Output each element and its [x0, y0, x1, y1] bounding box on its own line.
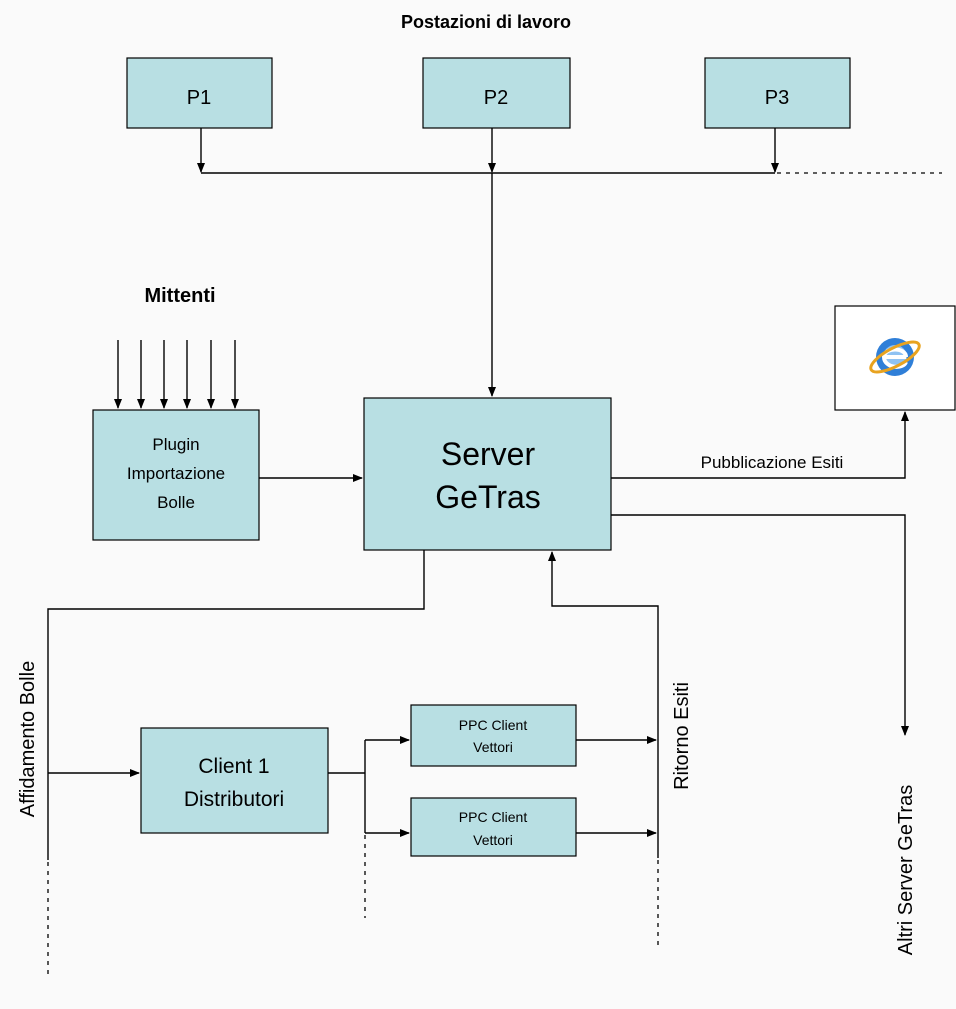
other-servers-label: Altri Server GeTras: [895, 785, 917, 955]
server-getras-box: Server GeTras: [363, 397, 612, 551]
ppc-client-2-line-2: Vettori: [473, 832, 513, 848]
assign-label: Affidamento Bolle: [17, 661, 39, 817]
client-line-2: Distributori: [184, 788, 284, 811]
workstation-p2: P2: [422, 57, 571, 129]
plugin-line-2: Importazione: [127, 464, 225, 483]
workstation-p1-label: P1: [187, 87, 211, 109]
assign-line: [47, 550, 425, 860]
ppc-client-1: PPC Client Vettori: [410, 704, 577, 767]
sender-arrows: [114, 340, 239, 409]
ppc-client-2-line-1: PPC Client: [459, 809, 528, 825]
return-arrow: [548, 551, 659, 858]
server-line-1: Server: [441, 436, 536, 472]
plugin-line-3: Bolle: [157, 493, 195, 512]
plugin-import-box: Plugin Importazione Bolle: [92, 409, 260, 541]
workstation-p1: P1: [126, 57, 273, 129]
publish-label: Pubblicazione Esiti: [701, 453, 844, 472]
workstation-p2-label: P2: [484, 87, 508, 109]
return-label: Ritorno Esiti: [671, 682, 693, 790]
internet-explorer-icon: [869, 338, 921, 376]
ppc-client-2: PPC Client Vettori: [410, 797, 577, 857]
publish-arrow: [611, 411, 909, 479]
client-to-ppc-lines: [328, 736, 410, 918]
client-line-1: Client 1: [198, 755, 269, 778]
server-line-2: GeTras: [435, 479, 541, 515]
ppc-client-1-line-2: Vettori: [473, 739, 513, 755]
workstations-title: Postazioni di lavoro: [401, 12, 571, 32]
browser-box: [834, 305, 956, 411]
other-servers-arrow: [611, 514, 909, 736]
ppc-to-return-lines: [576, 736, 657, 837]
workstation-p3-label: P3: [765, 87, 789, 109]
plugin-line-1: Plugin: [152, 435, 199, 454]
client-distributors-box: Client 1 Distributori: [140, 727, 329, 834]
senders-label: Mittenti: [144, 285, 215, 307]
workstation-bus: [197, 128, 942, 397]
ppc-client-1-line-1: PPC Client: [459, 717, 528, 733]
workstation-p3: P3: [704, 57, 851, 129]
